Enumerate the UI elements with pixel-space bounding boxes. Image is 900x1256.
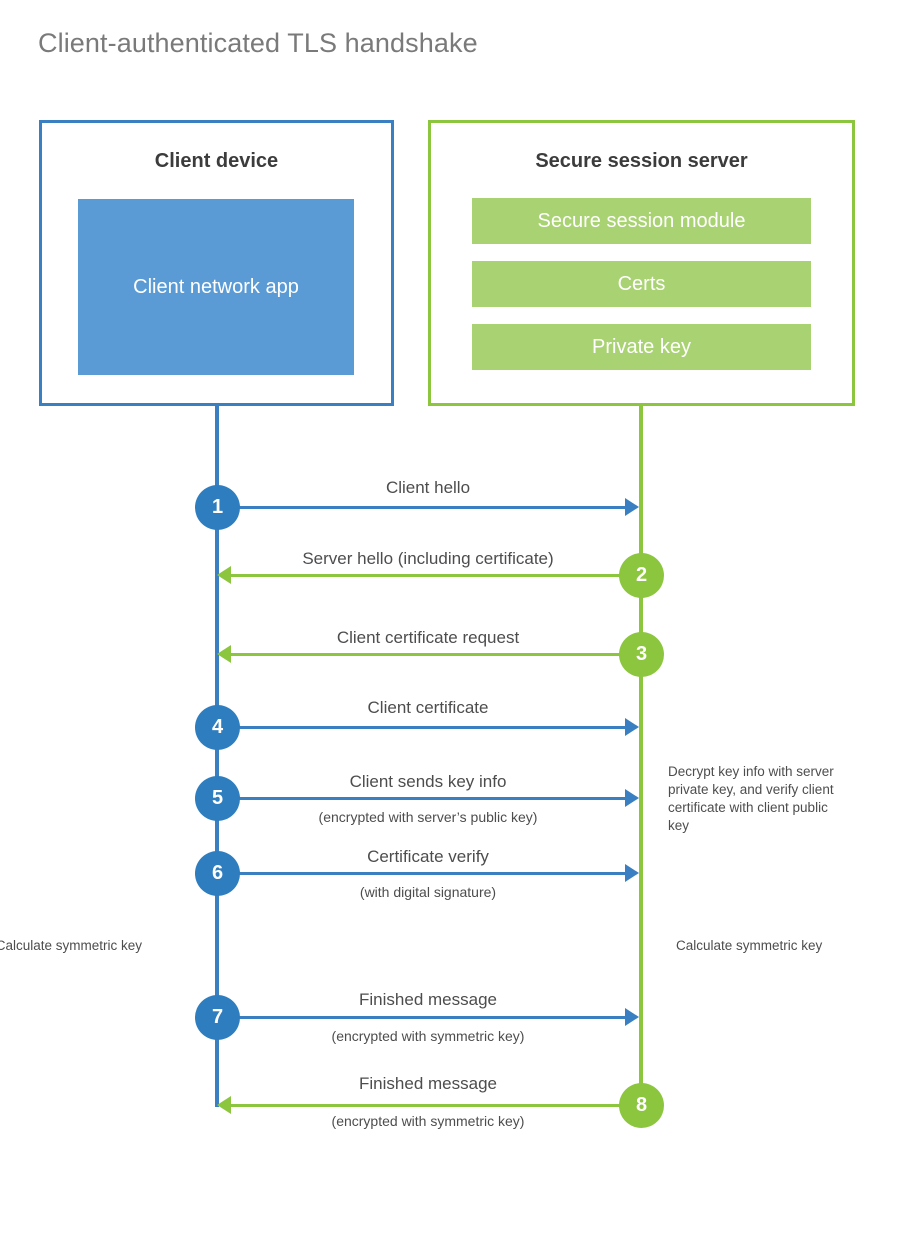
message-3-arrowhead-icon [217,645,231,663]
note-server-decrypt: Decrypt key info with server private key… [668,764,834,833]
client-device-box: Client device Client network app [39,120,394,406]
message-7-line [217,1016,627,1019]
secure-session-server-box: Secure session server Secure session mod… [428,120,855,406]
client-network-app-block: Client network app [78,199,354,375]
message-7-arrowhead-icon [625,1008,639,1026]
message-8-line [231,1104,639,1107]
message-5-label: Client sends key info [349,772,507,791]
server-component-certs: Certs [472,261,811,307]
step-circle-1[interactable]: 1 [195,485,240,530]
server-component-secure-session-module: Secure session module [472,198,811,244]
message-1-arrowhead-icon [625,498,639,516]
step-circle-2[interactable]: 2 [619,553,664,598]
step-circle-6[interactable]: 6 [195,851,240,896]
message-8-sublabel: (encrypted with symmetric key) [331,1113,525,1129]
message-3-label: Client certificate request [336,628,520,647]
message-4-line [217,726,627,729]
message-2-line [231,574,639,577]
message-6-sublabel: (with digital signature) [359,884,497,900]
page-title: Client-authenticated TLS handshake [38,28,478,58]
message-8-arrowhead-icon [217,1096,231,1114]
step-circle-8[interactable]: 8 [619,1083,664,1128]
step-circle-5[interactable]: 5 [195,776,240,821]
step-circle-4[interactable]: 4 [195,705,240,750]
message-7-label: Finished message [359,990,497,1009]
client-device-title: Client device [154,150,279,172]
step-circle-3[interactable]: 3 [619,632,664,677]
message-4-arrowhead-icon [625,718,639,736]
message-5-line [217,797,627,800]
note-client-calculate-symmetric-key: Calculate symmetric key [0,938,142,953]
message-4-label: Client certificate [367,698,489,717]
message-6-label: Certificate verify [367,847,489,866]
secure-session-server-title: Secure session server [535,150,748,172]
server-component-private-key: Private key [472,324,811,370]
message-5-arrowhead-icon [625,789,639,807]
message-1-line [217,506,627,509]
note-server-calculate-symmetric-key: Calculate symmetric key [676,938,823,953]
client-lifeline [215,406,219,1107]
message-7-sublabel: (encrypted with symmetric key) [331,1028,525,1044]
message-1-label: Client hello [385,478,471,497]
step-circle-7[interactable]: 7 [195,995,240,1040]
message-2-arrowhead-icon [217,566,231,584]
message-2-label: Server hello (including certificate) [302,549,554,568]
message-5-sublabel: (encrypted with server’s public key) [318,809,538,825]
server-lifeline [639,406,643,1106]
message-8-label: Finished message [359,1074,497,1093]
message-6-line [217,872,627,875]
message-3-line [231,653,639,656]
message-6-arrowhead-icon [625,864,639,882]
